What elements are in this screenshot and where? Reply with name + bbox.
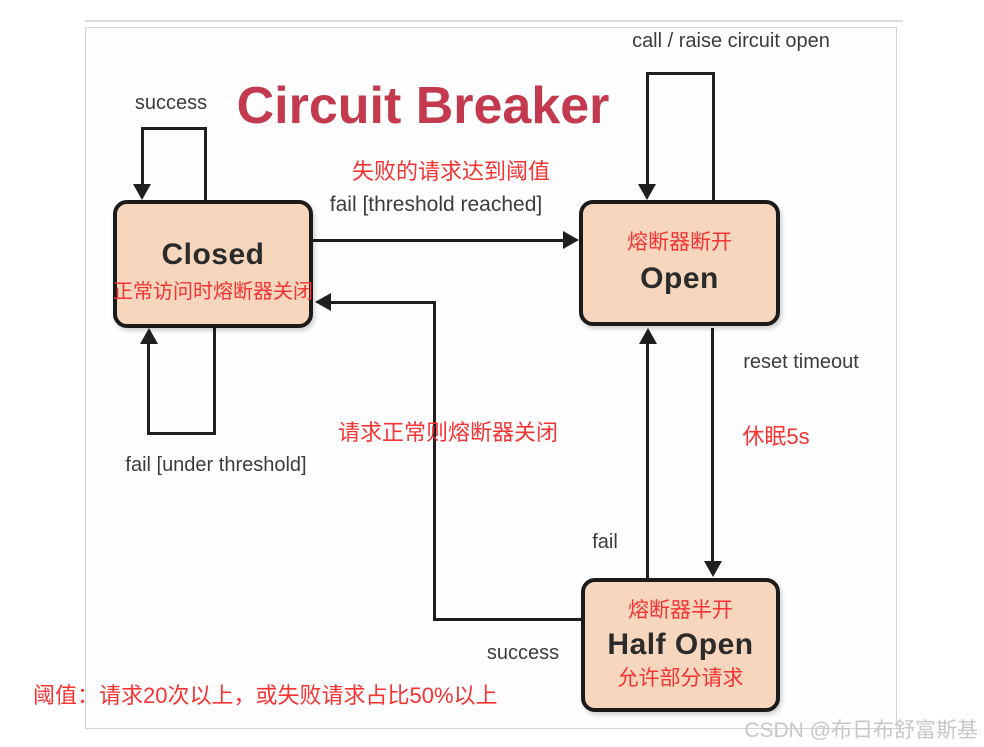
arrowhead-up-icon [639,328,657,344]
transition-label-fail-under: fail [under threshold] [125,454,307,476]
transition-label-call-raise: call / raise circuit open [632,30,830,52]
transition-label-success-bottom: success [486,642,560,664]
transition-line [213,328,216,435]
annotation-threshold-reached: 失败的请求达到阈值 [351,159,551,184]
annotation-threshold-rule: 阈值：请求20次以上，或失败请求占比50%以上 [33,683,498,708]
arrowhead-up-icon [140,328,158,344]
state-half-open-annotation-top: 熔断器半开 [628,598,733,622]
transition-label-success-top: success [134,92,208,114]
transition-line [147,432,216,435]
transition-line [646,343,649,578]
state-open-annotation: 熔断器断开 [627,230,732,254]
transition-line [646,72,715,75]
transition-line [711,328,714,563]
arrowhead-down-icon [704,561,722,577]
transition-label-fail: fail [592,531,618,553]
transition-line [712,72,715,200]
transition-label-fail-threshold: fail [threshold reached] [329,193,543,216]
transition-line [433,301,436,621]
diagram-title: Circuit Breaker [236,77,610,135]
transition-line [204,127,207,200]
arrowhead-down-icon [638,184,656,200]
arrowhead-down-icon [133,184,151,200]
annotation-success-closes: 请求正常则熔断器关闭 [337,420,559,445]
state-half-open-label: Half Open [607,628,754,661]
state-half-open-annotation-bottom: 允许部分请求 [617,667,744,690]
watermark: CSDN @布日布舒富斯基 [744,719,978,742]
state-half-open: 熔断器半开 Half Open 允许部分请求 [581,578,780,712]
transition-label-reset-timeout: reset timeout [743,351,859,373]
state-closed-label: Closed [161,237,265,271]
transition-line [646,72,649,184]
transition-line [313,239,565,242]
state-closed: Closed 正常访问时熔断器关闭 [113,200,313,328]
arrowhead-left-icon [315,293,331,311]
annotation-sleep-duration: 休眠5s [742,424,810,449]
top-divider-line [85,20,903,22]
transition-line [141,127,144,185]
transition-line [147,343,150,435]
state-closed-annotation: 正常访问时熔断器关闭 [113,280,313,303]
state-open: 熔断器断开 Open [579,200,780,326]
transition-line [433,618,581,621]
transition-line [141,127,207,130]
state-open-label: Open [640,262,719,296]
transition-line [329,301,436,304]
arrowhead-right-icon [563,231,579,249]
